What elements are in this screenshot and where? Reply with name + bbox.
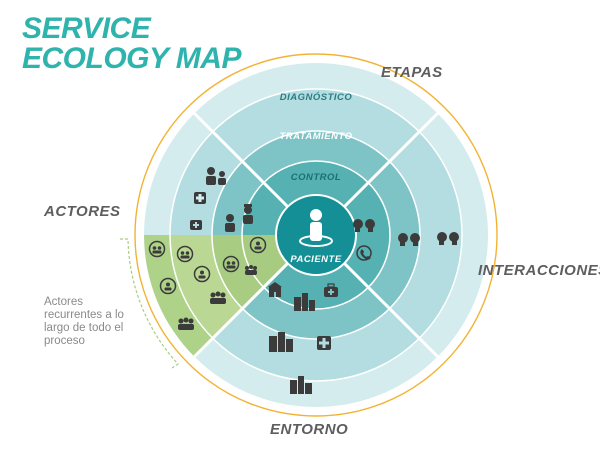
actors-icons xyxy=(190,167,253,232)
title-line-1: SERVICE xyxy=(22,12,151,45)
hospital-cross-icon xyxy=(194,192,206,204)
person-icon xyxy=(249,236,267,254)
first-aid-kit-icon xyxy=(190,220,202,230)
ring-label-diagnostico: DIAGNÓSTICO xyxy=(280,91,353,103)
recurrent-bracket xyxy=(120,238,179,369)
cross-sign-icon xyxy=(317,336,331,350)
hospital-building-icon xyxy=(268,282,282,297)
conversation-icon xyxy=(353,219,375,232)
nurse-icon xyxy=(243,204,253,224)
interaction-icons xyxy=(353,219,459,261)
page-title: SERVICE ECOLOGY MAP xyxy=(22,14,241,74)
conversation-icon xyxy=(437,232,459,245)
ring-label-tratamiento: TRATAMIENTO xyxy=(279,131,352,142)
family-icon xyxy=(176,245,194,263)
group-icon xyxy=(245,265,257,275)
label-interacciones: INTERACCIONES xyxy=(478,262,600,279)
doctor-with-patient-icon xyxy=(206,167,226,185)
label-etapas: ETAPAS xyxy=(381,64,443,81)
recurrent-actors-note: Actores recurrentes a lo largo de todo e… xyxy=(44,296,124,347)
city-buildings-icon xyxy=(294,293,315,311)
phone-call-icon xyxy=(356,245,372,261)
medical-bag-icon xyxy=(324,283,338,297)
label-actores: ACTORES xyxy=(44,203,121,220)
group-icon xyxy=(178,317,194,330)
patient-icon xyxy=(299,209,333,247)
person-icon xyxy=(193,265,211,283)
conversation-icon xyxy=(398,233,420,246)
family-icon xyxy=(222,255,240,273)
environment-icons xyxy=(268,282,338,394)
ring-label-control: CONTROL xyxy=(291,172,341,183)
center-label: PACIENTE xyxy=(290,254,341,265)
title-line-2: ECOLOGY MAP xyxy=(22,42,241,75)
recurrent-actor-icons xyxy=(148,236,267,330)
ring-borders xyxy=(169,88,463,382)
outer-outline-ring xyxy=(134,53,498,417)
doctor-icon xyxy=(225,214,235,232)
family-icon xyxy=(148,240,166,258)
person-icon xyxy=(159,277,177,295)
group-icon xyxy=(210,291,226,304)
label-entorno: ENTORNO xyxy=(270,421,349,438)
city-buildings-icon xyxy=(290,376,312,394)
city-buildings-icon xyxy=(269,332,293,352)
